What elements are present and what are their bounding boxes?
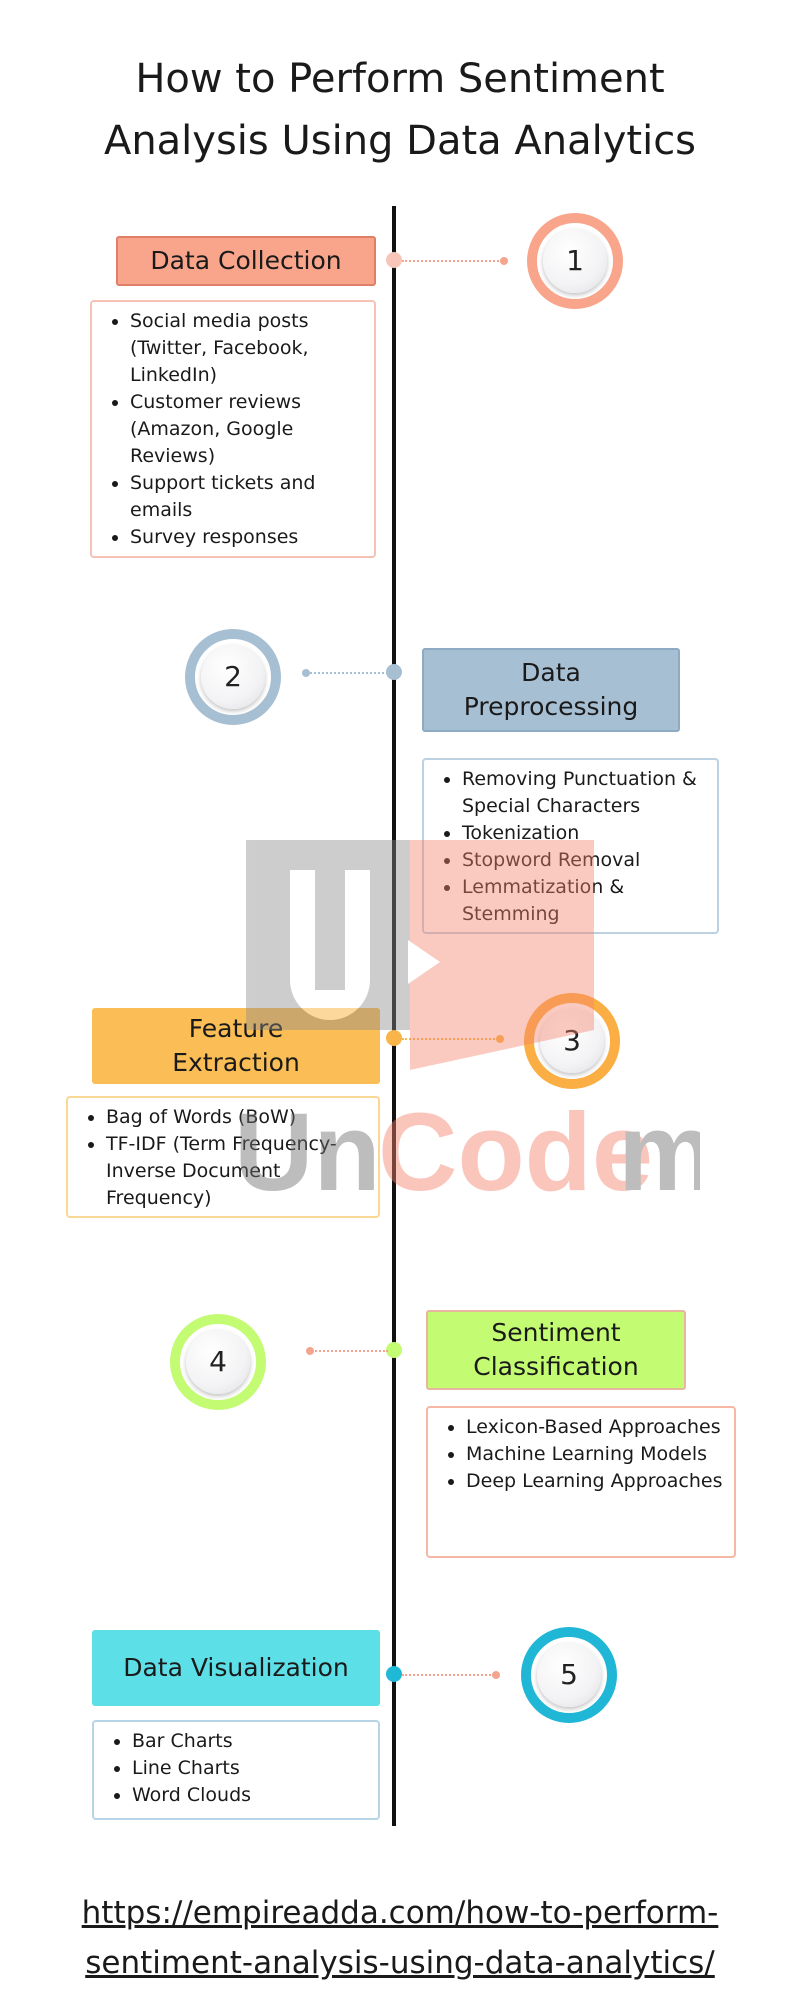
step-list-5: Bar Charts Line Charts Word Clouds [94,1722,378,1815]
connector-end-2 [302,669,310,677]
step-number-2: 2 [224,660,242,693]
url-line-1: https://empireadda.com/how-to-perform- [81,1895,719,1931]
list-item: TF-IDF (Term Frequency-Inverse Document … [106,1131,368,1212]
step-list-1: Social media posts (Twitter, Facebook, L… [92,302,374,557]
step-detail-box-2: Removing Punctuation & Special Character… [422,758,719,934]
list-item: Stopword Removal [462,847,707,874]
step-heading-2: Data Preprocessing [422,648,680,732]
step-list-4: Lexicon-Based Approaches Machine Learnin… [428,1408,734,1501]
list-item: Bar Charts [132,1728,368,1755]
list-item: Survey responses [130,524,364,551]
list-item: Word Clouds [132,1782,368,1809]
connector-1 [402,260,502,262]
title-line-2: Analysis Using Data Analytics [103,118,697,164]
connector-2 [306,672,388,674]
step-list-3: Bag of Words (BoW) TF-IDF (Term Frequenc… [68,1098,378,1218]
timeline-dot-4 [386,1342,402,1358]
step-heading-3: Feature Extraction [92,1008,380,1084]
list-item: Deep Learning Approaches [466,1468,724,1495]
step-heading-5: Data Visualization [92,1630,380,1706]
step-number-circle-3: 3 [524,993,620,1089]
list-item: Bag of Words (BoW) [106,1104,368,1131]
connector-3 [402,1038,498,1040]
list-item: Removing Punctuation & Special Character… [462,766,707,820]
connector-end-1 [500,257,508,265]
list-item: Social media posts (Twitter, Facebook, L… [130,308,364,389]
connector-end-3 [496,1035,504,1043]
timeline-dot-5 [386,1666,402,1682]
connector-end-5 [492,1671,500,1679]
step-number-4: 4 [209,1345,227,1378]
step-number-circle-5: 5 [521,1627,617,1723]
step-number-5: 5 [560,1658,578,1691]
step-number-circle-2: 2 [185,629,281,725]
step-detail-box-5: Bar Charts Line Charts Word Clouds [92,1720,380,1820]
step-number-circle-4: 4 [170,1314,266,1410]
step-number-circle-1: 1 [527,213,623,309]
connector-4 [312,1350,388,1352]
list-item: Lemmatization & Stemming [462,874,707,928]
page-title: How to Perform Sentiment Analysis Using … [0,48,800,172]
svg-text:my: my [618,1091,700,1200]
list-item: Lexicon-Based Approaches [466,1414,724,1441]
timeline-dot-3 [386,1030,402,1046]
step-detail-box-4: Lexicon-Based Approaches Machine Learnin… [426,1406,736,1558]
step-number-1: 1 [566,244,584,277]
title-line-1: How to Perform Sentiment [135,56,665,102]
connector-5 [402,1674,494,1676]
svg-text:Code: Code [378,1091,653,1200]
timeline-line [392,206,396,1826]
list-item: Support tickets and emails [130,470,364,524]
source-url-link[interactable]: https://empireadda.com/how-to-perform- s… [0,1888,800,1988]
step-list-2: Removing Punctuation & Special Character… [424,760,717,934]
step-heading-1: Data Collection [116,236,376,286]
timeline-dot-1 [386,252,402,268]
url-line-2: sentiment-analysis-using-data-analytics/ [85,1945,715,1981]
list-item: Customer reviews (Amazon, Google Reviews… [130,389,364,470]
step-number-3: 3 [563,1024,581,1057]
timeline-dot-2 [386,664,402,680]
connector-end-4 [306,1347,314,1355]
step-heading-4: Sentiment Classification [426,1310,686,1390]
list-item: Tokenization [462,820,707,847]
step-detail-box-1: Social media posts (Twitter, Facebook, L… [90,300,376,558]
step-detail-box-3: Bag of Words (BoW) TF-IDF (Term Frequenc… [66,1096,380,1218]
list-item: Machine Learning Models [466,1441,724,1468]
list-item: Line Charts [132,1755,368,1782]
